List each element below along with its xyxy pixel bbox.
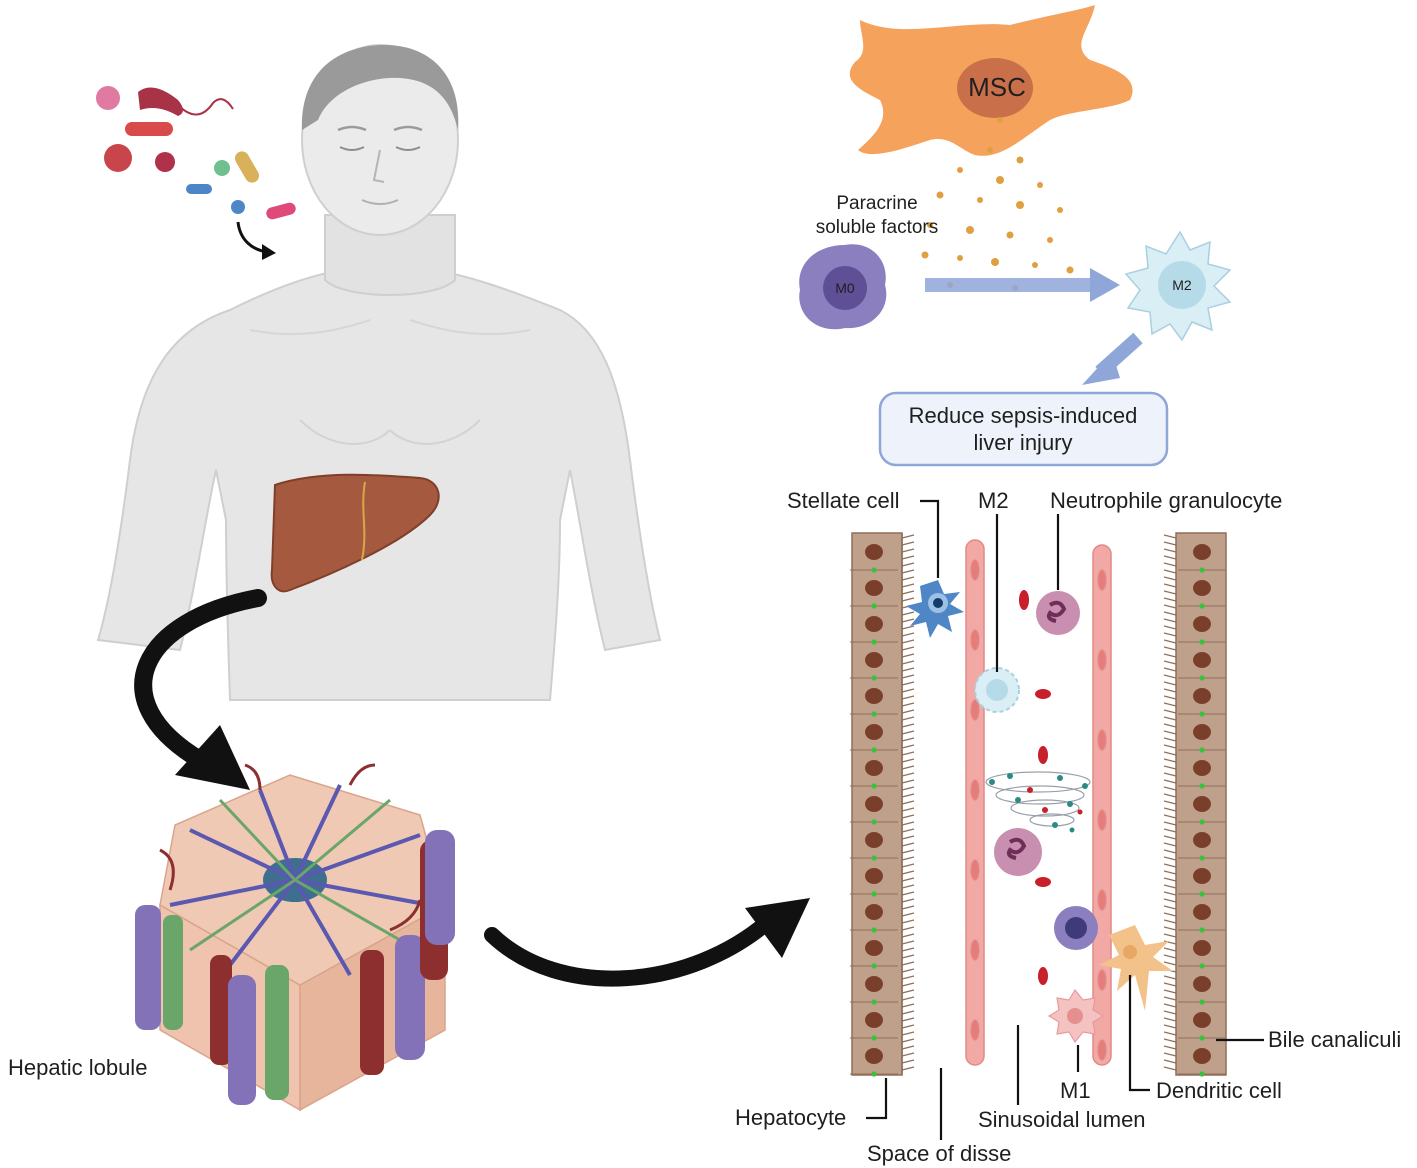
m0-label: M0 [835, 280, 855, 296]
cocci-icon [104, 144, 132, 172]
sinusoidal-lumen-label: Sinusoidal lumen [978, 1107, 1146, 1132]
msc-cell: MSC [849, 5, 1133, 156]
virus-icon [96, 86, 120, 110]
m1-label: M1 [1060, 1078, 1091, 1103]
neutrophil-lower [994, 828, 1042, 876]
paracrine-label-line1: Paracrine [836, 193, 917, 214]
neutrophil-extracellular-trap [985, 771, 1091, 833]
outcome-line2: liver injury [973, 430, 1072, 455]
outcome-line1: Reduce sepsis-induced [909, 403, 1138, 428]
stellate-cell [906, 580, 964, 638]
msc-nucleus [957, 58, 1033, 118]
pathogens-cluster [96, 86, 296, 260]
hepatocyte-column-left [850, 532, 915, 1077]
m2-to-outcome-arrow [1082, 332, 1143, 385]
bile-canaliculi-label: Bile canaliculi [1268, 1027, 1401, 1052]
body-to-lobule-arrow [134, 589, 267, 790]
bacterium-icon [138, 87, 183, 116]
bacterium-icon [186, 184, 212, 194]
lobule-to-sinusoid-arrow [484, 898, 810, 987]
hepatocyte-label: Hepatocyte [735, 1105, 846, 1130]
dendritic-cell-label: Dendritic cell [1156, 1078, 1282, 1103]
dendritic-cell [1099, 925, 1173, 1011]
sinusoid-section [850, 499, 1264, 1140]
m2-top-label: M2 [1172, 277, 1192, 293]
human-body-figure [96, 44, 662, 701]
endothelium-right [1092, 544, 1112, 1066]
macrophage-purple [1054, 906, 1098, 950]
msc-label: MSC [968, 72, 1026, 102]
hepatocyte-column-right [1163, 532, 1227, 1077]
hepatic-lobule-illustration [135, 763, 455, 1112]
red-blood-cells [1019, 590, 1051, 985]
virus-icon [231, 200, 245, 214]
neutrophile-label: Neutrophile granulocyte [1050, 488, 1282, 513]
m1-macrophage [1047, 988, 1105, 1044]
label-leader-lines [866, 499, 1264, 1140]
cocci-icon [155, 152, 175, 172]
virus-icon [214, 160, 230, 176]
hepatic-lobule-label: Hepatic lobule [8, 1055, 147, 1080]
stellate-cell-label: Stellate cell [787, 488, 900, 513]
bacterium-icon [266, 202, 296, 220]
endothelium-left [965, 539, 985, 1066]
m2-macrophage-top: M2 [1124, 230, 1232, 342]
space-of-disse-label: Space of disse [867, 1141, 1011, 1166]
outcome-box: Reduce sepsis-induced liver injury [878, 391, 1169, 467]
liver-organ [270, 473, 440, 593]
neutrophil-top [1036, 591, 1080, 635]
m2-label: M2 [978, 488, 1009, 513]
m0-to-m2-arrow [925, 268, 1120, 302]
bacterium-icon [235, 151, 259, 183]
paracrine-label-line2: soluble factors [816, 217, 939, 238]
m0-macrophage: M0 [799, 244, 887, 330]
bacterium-icon [125, 122, 173, 136]
m2-macrophage-sinusoid [974, 667, 1020, 713]
